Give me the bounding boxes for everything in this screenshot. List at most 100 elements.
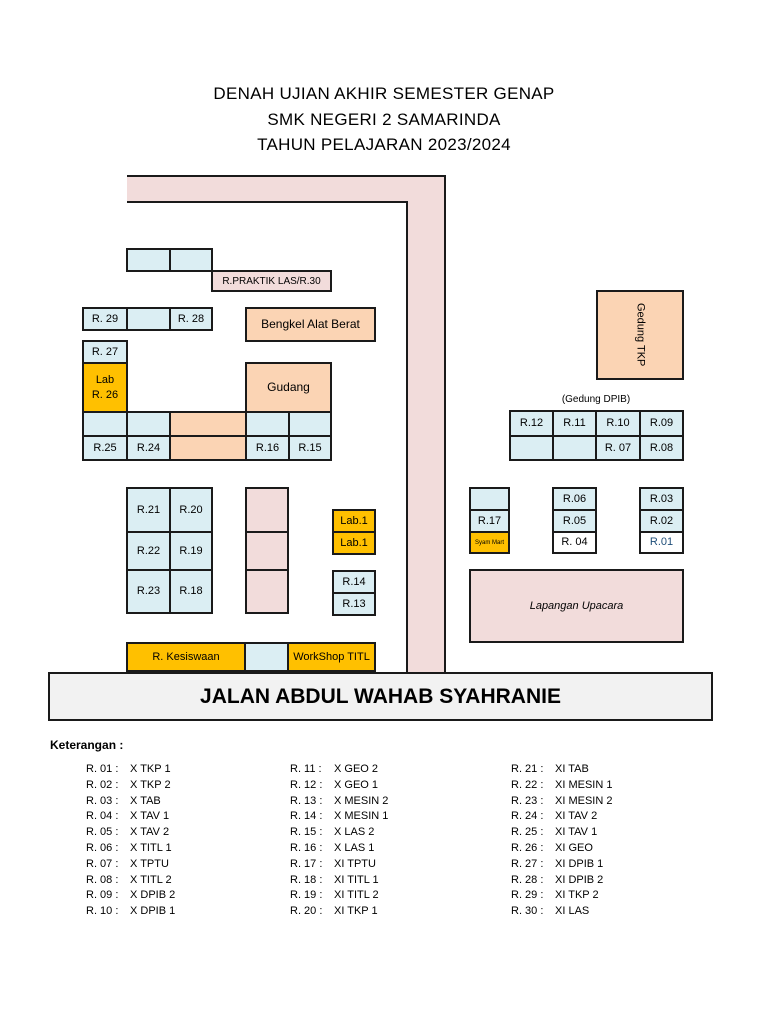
- legend-code: R. 17 :: [290, 857, 323, 870]
- legend-row: R. 03 :X TAB: [86, 794, 175, 810]
- room-r25: R.25: [82, 435, 128, 461]
- legend-row: R. 22 : XI MESIN 1: [511, 778, 612, 794]
- legend-row: R. 27 :XI DPIB 1: [511, 857, 612, 873]
- legend-class: XI DPIB 1: [555, 857, 604, 870]
- legend-class: XI GEO: [555, 841, 593, 854]
- road-edge-bottom: [127, 201, 408, 203]
- legend-row: R. 26 :XI GEO: [511, 841, 612, 857]
- legend-code: R. 09 :: [86, 889, 119, 902]
- road-vertical: [407, 176, 445, 672]
- legend-row: R. 06 :X TITL 1: [86, 841, 175, 857]
- room-unlabeled: [126, 248, 171, 272]
- legend-code: R. 05 :: [86, 826, 119, 839]
- room-unlabeled: [126, 411, 171, 437]
- room-unlabeled: [126, 307, 171, 331]
- room-unlabeled: [245, 487, 289, 533]
- legend-class: XI TAB: [555, 763, 589, 775]
- room-r02: R.02: [639, 509, 684, 533]
- room-unlabeled: [509, 435, 554, 461]
- room-r08: R.08: [639, 435, 684, 461]
- room-gudang: Gudang: [245, 362, 332, 413]
- legend-class: X DPIB 2: [130, 889, 176, 902]
- legend-code: R. 19 :: [290, 889, 323, 902]
- legend-code: R. 14 :: [290, 810, 323, 823]
- room-unlabeled: [244, 642, 289, 672]
- room-gedung-tkp: Gedung TKP: [596, 290, 684, 380]
- room-unlabeled: [245, 569, 289, 614]
- legend-code: R. 20 :: [290, 905, 323, 918]
- room-unlabeled: [469, 487, 510, 511]
- legend-column-3: R. 21 :XI TAB R. 22 : XI MESIN 1 R. 23 : X…: [511, 762, 612, 920]
- legend-row: R. 25 : XI TAV 1: [511, 825, 612, 841]
- legend-class: XI TAV 1: [555, 826, 598, 839]
- legend-column-2: R. 11 :X GEO 2 R. 12 :X GEO 1 R. 13 :X M…: [290, 762, 388, 920]
- gedung-dpib-label: (Gedung DPIB): [561, 394, 631, 405]
- legend-code: R. 22 :: [511, 778, 544, 791]
- legend-class: X TKP 1: [130, 763, 171, 775]
- legend-code: R. 25 :: [511, 826, 544, 839]
- legend-code: R. 07 :: [86, 857, 119, 870]
- room-workshop-titl: WorkShop TITL: [287, 642, 376, 672]
- legend-row: R. 29 :XI TKP 2: [511, 888, 612, 904]
- legend-row: R. 24 :XI TAV 2: [511, 809, 612, 825]
- legend-code: R. 08 :: [86, 873, 119, 886]
- room-r14: R.14: [332, 570, 376, 594]
- room-lab1-lower: Lab.1: [332, 531, 376, 555]
- legend-class: XI MESIN 1: [555, 778, 613, 791]
- room-lab1-upper: Lab.1: [332, 509, 376, 533]
- legend-class: X TPTU: [130, 857, 169, 870]
- street-label: JALAN ABDUL WAHAB SYAHRANIE: [48, 672, 713, 721]
- legend-class: XI TPTU: [334, 857, 376, 870]
- legend-class: X GEO 2: [334, 763, 379, 775]
- legend-code: R. 01 :: [86, 763, 119, 775]
- legend-row: R. 28 :XI DPIB 2: [511, 873, 612, 889]
- legend-row: R. 21 :XI TAB: [511, 762, 612, 778]
- room-r04: R. 04: [552, 531, 597, 554]
- room-r29: R. 29: [82, 307, 128, 331]
- room-r11: R.11: [552, 410, 597, 437]
- room-r18: R.18: [169, 569, 213, 614]
- room-unlabeled: [245, 531, 289, 571]
- road-edge-left: [406, 201, 408, 673]
- legend-row: R. 17 : XI TPTU: [290, 857, 388, 873]
- room-unlabeled: [169, 248, 213, 272]
- room-r28: R. 28: [169, 307, 213, 331]
- room-r15: R.15: [288, 435, 332, 461]
- room-r12: R.12: [509, 410, 554, 437]
- legend-row: R. 16 :X LAS 1: [290, 841, 388, 857]
- room-unlabeled: [169, 411, 247, 437]
- room-r17: R.17: [469, 509, 510, 533]
- room-unlabeled: [82, 411, 128, 437]
- legend-class: XI TITL 2: [334, 889, 379, 902]
- legend-title: Keterangan :: [50, 738, 124, 752]
- legend-code: R. 30 :: [511, 905, 544, 918]
- legend-row: R. 15 :X LAS 2: [290, 825, 388, 841]
- legend-row: R. 08 :X TITL 2: [86, 873, 175, 889]
- legend-class: X MESIN 2: [334, 794, 389, 807]
- legend-class: X TAV 2: [130, 826, 170, 839]
- room-unlabeled: [552, 435, 597, 461]
- legend-class: X TAB: [130, 794, 161, 807]
- room-r21: R.21: [126, 487, 171, 533]
- title-line-3: TAHUN PELAJARAN 2023/2024: [257, 135, 511, 154]
- legend-class: XI DPIB 2: [555, 873, 604, 886]
- legend-code: R. 12 :: [290, 778, 323, 791]
- room-praktik-las: R.PRAKTIK LAS/R.30: [211, 270, 332, 292]
- legend-row: R. 07 : X TPTU: [86, 857, 175, 873]
- legend-class: XI LAS: [555, 905, 590, 918]
- legend-code: R. 02 :: [86, 778, 119, 791]
- legend-class: XI TAV 2: [555, 810, 598, 823]
- legend-code: R. 23 :: [511, 794, 544, 807]
- legend-class: X TKP 2: [130, 778, 171, 791]
- legend-code: R. 10 :: [86, 905, 119, 918]
- legend-class: X LAS 1: [334, 841, 375, 854]
- title-line-2: SMK NEGERI 2 SAMARINDA: [267, 110, 501, 129]
- legend-row: R. 05 : X TAV 2: [86, 825, 175, 841]
- room-r06: R.06: [552, 487, 597, 511]
- title-line-1: DENAH UJIAN AKHIR SEMESTER GENAP: [213, 84, 555, 103]
- legend-class: X MESIN 1: [334, 810, 389, 823]
- room-unlabeled: [288, 411, 332, 437]
- lapangan-upacara: Lapangan Upacara: [469, 569, 684, 643]
- room-lab-r26: Lab R. 26: [82, 362, 128, 413]
- legend-code: R. 04 :: [86, 810, 119, 823]
